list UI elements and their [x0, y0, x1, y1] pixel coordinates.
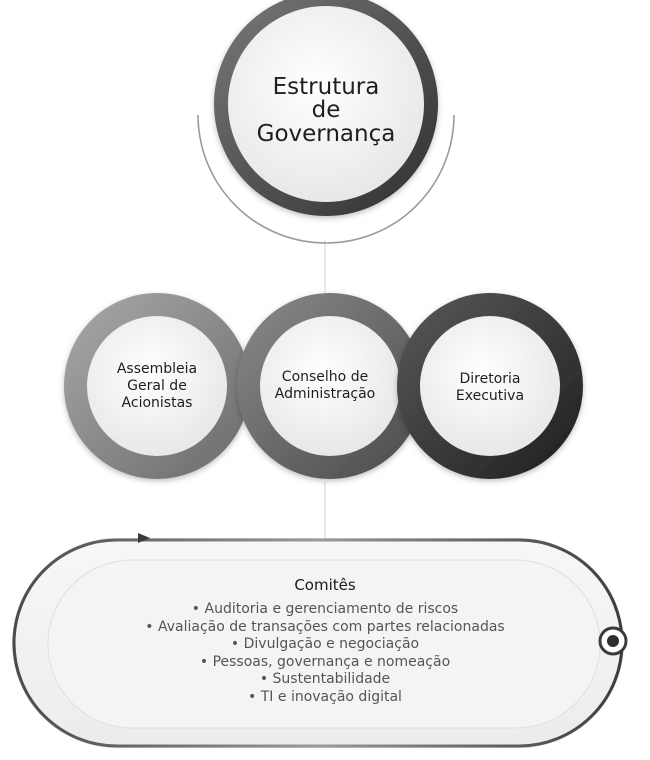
circle-diretoria-inner — [420, 316, 560, 456]
circle-conselho-inner — [260, 316, 400, 456]
page-title: Estrutura de Governança — [226, 76, 426, 146]
list-item: Auditoria e gerenciamento de riscos — [60, 601, 590, 619]
list-item: Pessoas, governança e nomeação — [60, 654, 590, 672]
committees-title: Comitês — [294, 576, 356, 594]
arrow-icon — [138, 533, 150, 543]
title-circle-inner — [228, 6, 424, 202]
list-item: Divulgação e negociação — [60, 636, 590, 654]
body-diretoria-label: Diretoria Executiva — [455, 371, 525, 404]
body-assembleia-label: Assembleia Geral de Acionistas — [116, 361, 198, 411]
list-item: Avaliação de transações com partes relac… — [60, 619, 590, 637]
body-conselho-label: Conselho de Administração — [274, 369, 376, 402]
committees-list: Auditoria e gerenciamento de riscos Aval… — [60, 601, 590, 706]
list-item: Sustentabilidade — [60, 671, 590, 689]
list-item: TI e inovação digital — [60, 689, 590, 707]
title-line-3: Governança — [256, 121, 396, 147]
title-line-1: Estrutura — [272, 74, 380, 100]
title-arc — [197, 114, 455, 244]
title-line-2: de — [311, 97, 341, 123]
circle-assembleia-inner — [87, 316, 227, 456]
